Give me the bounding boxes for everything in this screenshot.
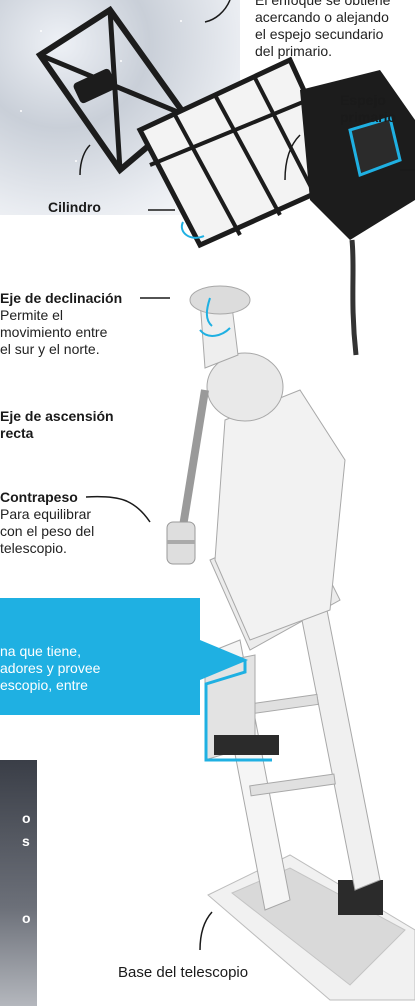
desc-contrapeso: Para equilibrar con el peso del telescop… (0, 506, 94, 557)
label-line: Espejo (340, 92, 386, 108)
focus-note-line: El enfoque se obtiene (255, 0, 391, 8)
focus-note-line: el espejo secundario (255, 26, 384, 42)
callout-line: adores y provee (0, 660, 101, 676)
side-panel (0, 760, 37, 1006)
star (75, 160, 77, 162)
rotation-arrows (180, 221, 231, 337)
star (180, 20, 182, 22)
desc-line: Para equilibrar (0, 506, 92, 522)
desc-line: el sur y el norte. (0, 341, 100, 357)
side-panel-text: o (22, 810, 31, 826)
callout-pointer (200, 640, 248, 680)
leader-lines (79, 0, 415, 951)
desc-line: Permite el (0, 307, 64, 323)
focus-note: El enfoque se obtiene acercando o alejan… (255, 0, 390, 60)
desc-eje-declinacion: Permite el movimiento entre el sur y el … (0, 307, 107, 358)
label-line: Eje de ascensión (0, 408, 114, 424)
callout-line: na que tiene, (0, 643, 81, 659)
label-base-telescopio: Base del telescopio (118, 964, 249, 981)
star (40, 30, 42, 32)
label-espejo-primario: Espejo primario (340, 92, 396, 126)
label-cilindro: Cilindro (48, 199, 101, 215)
desc-line: movimiento entre (0, 324, 108, 340)
label-line: primario (340, 109, 397, 125)
info-callout-text: na que tiene, adores y provee escopio, e… (0, 643, 200, 694)
counterweight (166, 389, 209, 565)
label-eje-ascension: Eje de ascensión recta (0, 408, 114, 442)
callout-line: escopio, entre (0, 677, 88, 693)
desc-line: telescopio. (0, 540, 67, 556)
equatorial-mount (189, 285, 346, 641)
focus-note-line: del primario. (255, 43, 333, 59)
star (120, 60, 122, 62)
side-panel-text: s (22, 833, 30, 849)
side-panel-text: o (22, 910, 31, 926)
label-contrapeso: Contrapeso (0, 489, 78, 505)
info-callout (0, 598, 200, 715)
desc-line: con el peso del (0, 523, 95, 539)
star (20, 110, 22, 112)
focus-note-line: acercando o alejando (255, 9, 389, 25)
label-eje-declinacion: Eje de declinación (0, 290, 123, 306)
telescope-tube (35, 5, 415, 356)
label-line: recta (0, 425, 34, 441)
